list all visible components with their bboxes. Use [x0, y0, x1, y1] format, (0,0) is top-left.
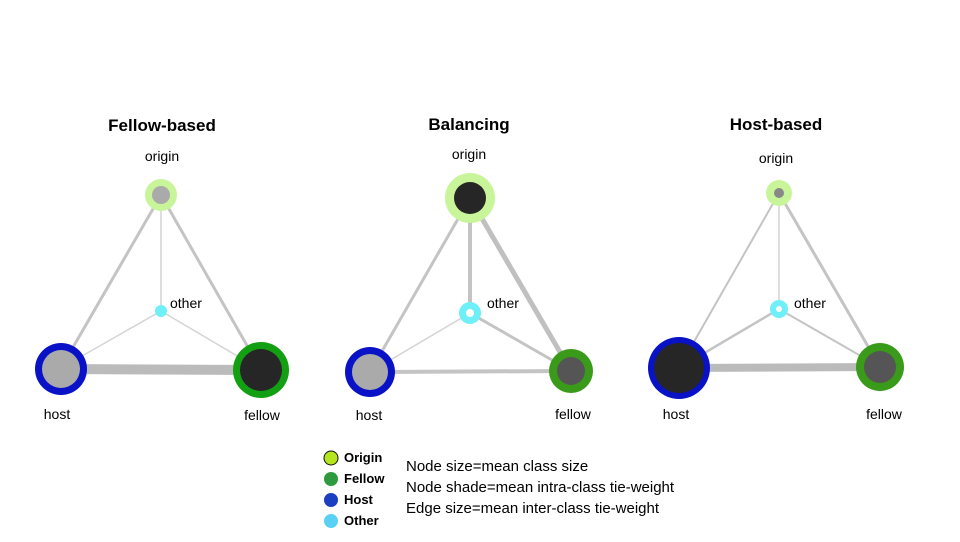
legend-label: Host [344, 492, 374, 507]
edge-origin-fellow [159, 194, 263, 371]
legend: Origin Fellow Host Other Node size=mean … [323, 450, 675, 528]
legend-item-fellow: Fellow [324, 471, 385, 486]
origin-swatch-icon [323, 450, 339, 466]
label-fellow: fellow [555, 406, 592, 422]
node-other [459, 302, 481, 324]
node-core [240, 349, 282, 391]
edge-origin-host [59, 194, 163, 369]
label-host: host [44, 406, 71, 422]
panel-host-based: Host-based origin other host fell [648, 115, 904, 422]
edge-host-fellow [60, 364, 262, 375]
edges [59, 194, 263, 375]
edge-host-fellow [678, 363, 881, 372]
label-host: host [663, 406, 690, 422]
label-other: other [487, 295, 519, 311]
legend-label: Fellow [344, 471, 385, 486]
node-core [654, 343, 704, 393]
legend-note-node-shade: Node shade=mean intra-class tie-weight [406, 479, 675, 496]
legend-note-edge-size: Edge size=mean inter-class tie-weight [406, 500, 660, 517]
node-core [454, 182, 486, 214]
legend-item-other: Other [324, 513, 379, 528]
legend-label: Origin [344, 450, 382, 465]
label-other: other [170, 295, 202, 311]
edge-origin-host [368, 197, 472, 373]
node-core [352, 354, 388, 390]
edges [678, 192, 882, 372]
other-swatch-icon [324, 514, 338, 528]
node-core [466, 309, 474, 317]
node-fellow [856, 343, 904, 391]
label-other: other [794, 295, 826, 311]
node-host [648, 337, 710, 399]
edges [368, 196, 574, 374]
node-core [864, 351, 896, 383]
edge-host-fellow [369, 369, 572, 374]
node-origin [445, 173, 495, 223]
node-fellow [549, 349, 593, 393]
label-fellow: fellow [866, 406, 903, 422]
node-core [776, 306, 782, 312]
node-core [42, 350, 80, 388]
legend-item-host: Host [324, 492, 374, 507]
panel-title: Fellow-based [108, 116, 216, 135]
legend-label: Other [344, 513, 379, 528]
legend-note-node-size: Node size=mean class size [406, 458, 588, 475]
host-swatch-icon [324, 493, 338, 507]
node-ring [155, 305, 167, 317]
edge-origin-host [678, 192, 780, 369]
node-core [557, 357, 585, 385]
label-fellow: fellow [244, 407, 281, 423]
label-origin: origin [452, 146, 486, 162]
node-host [35, 343, 87, 395]
node-host [345, 347, 395, 397]
legend-item-origin: Origin [323, 450, 382, 466]
node-origin [766, 180, 792, 206]
fellow-swatch-icon [324, 472, 338, 486]
label-host: host [356, 407, 383, 423]
label-origin: origin [145, 148, 179, 164]
node-core [774, 188, 784, 198]
label-origin: origin [759, 150, 793, 166]
node-other [770, 300, 788, 318]
node-fellow [233, 342, 289, 398]
node-origin [145, 179, 177, 211]
edge-origin-fellow [777, 192, 882, 368]
node-core [152, 186, 170, 204]
panel-title: Balancing [428, 115, 509, 134]
panel-fellow-based: Fellow-based origin other host fellow [35, 116, 289, 423]
edge-origin-fellow [467, 196, 574, 373]
panel-balancing: Balancing origin other host fello [345, 115, 593, 423]
panel-title: Host-based [730, 115, 823, 134]
node-other [155, 305, 167, 317]
